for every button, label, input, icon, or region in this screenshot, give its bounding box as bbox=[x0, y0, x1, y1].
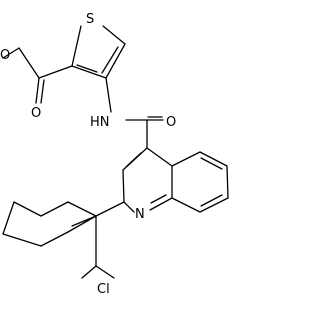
ester-group bbox=[2, 47, 73, 104]
chlorine-label: Cl bbox=[97, 282, 110, 297]
thiophene-ring bbox=[71, 25, 126, 79]
quinoline-benzo-ring bbox=[171, 151, 229, 213]
molecule-structure: S O O HN O N Cl bbox=[0, 12, 229, 297]
amide-linker bbox=[105, 77, 164, 149]
quinoline-nitrogen-label: N bbox=[135, 207, 145, 222]
methoxy-oxygen-label: O bbox=[0, 48, 10, 63]
amide-oxygen-label: O bbox=[166, 115, 176, 130]
ester-carbonyl-oxygen-label: O bbox=[31, 106, 41, 121]
amide-nh-label: HN bbox=[90, 115, 110, 130]
quinoline-pyridine-ring bbox=[122, 147, 173, 213]
sulfur-label: S bbox=[86, 12, 94, 27]
molecule-canvas: S O O HN O N Cl bbox=[0, 12, 229, 297]
chlorophenyl-ring bbox=[2, 201, 125, 279]
